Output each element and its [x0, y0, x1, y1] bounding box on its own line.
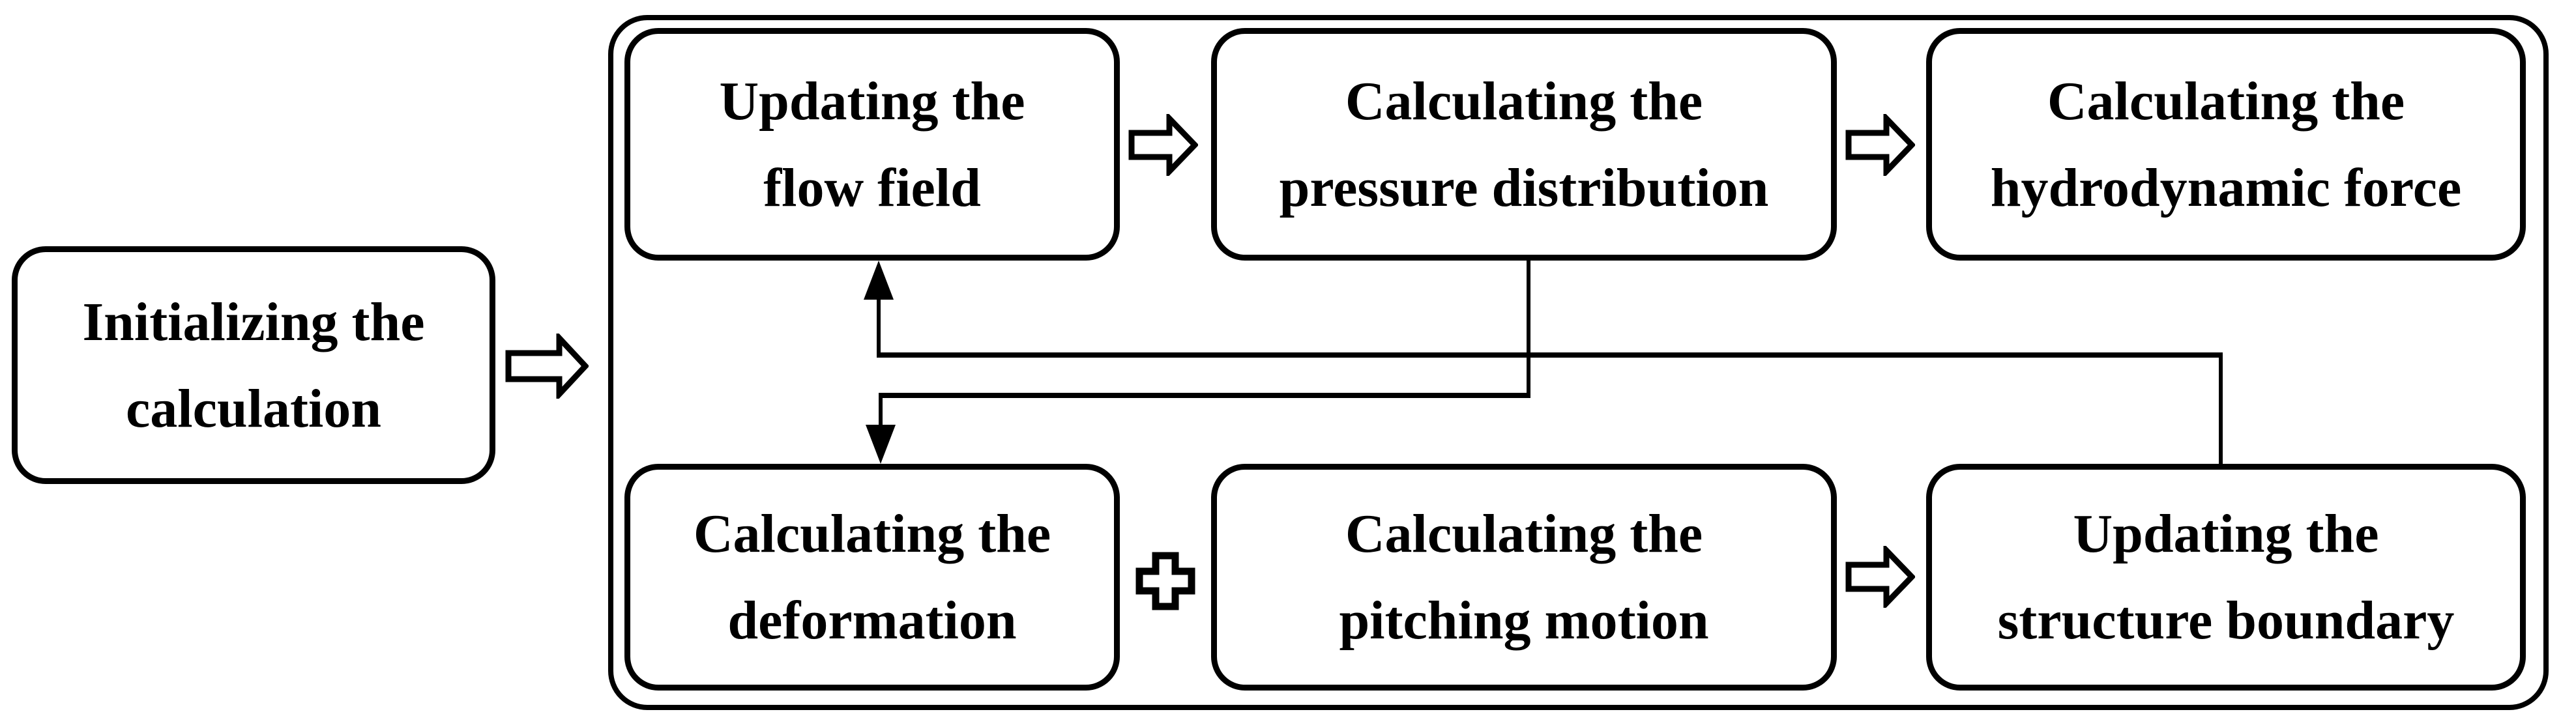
node-label-line: hydrodynamic force	[1990, 157, 2462, 218]
connector-boundary-up-line	[2219, 355, 2223, 464]
node-label-line: structure boundary	[1997, 590, 2455, 651]
node-label-line: deformation	[727, 590, 1017, 651]
node-label-line: flow field	[763, 157, 981, 218]
node-calculating-pressure-distribution: Calculating the pressure distribution	[1211, 28, 1837, 261]
node-label-line: pressure distribution	[1279, 157, 1769, 218]
block-arrow-right-icon	[505, 334, 589, 399]
block-arrow-right-icon	[1845, 114, 1915, 176]
arrow-down-icon	[866, 425, 896, 464]
node-label-line: Calculating the	[693, 504, 1051, 564]
node-updating-structure-boundary: Updating the structure boundary	[1926, 464, 2526, 691]
node-label-line: pitching motion	[1339, 590, 1709, 651]
node-label-line: Initializing the	[82, 291, 425, 352]
node-calculating-hydrodynamic-force: Calculating the hydrodynamic force	[1926, 28, 2526, 261]
node-initializing-calculation: Initializing the calculation	[12, 246, 495, 484]
arrow-up-icon	[864, 261, 894, 300]
node-label-line: Updating the	[719, 70, 1025, 132]
block-arrow-right-icon	[1128, 114, 1198, 176]
connector-to-deformation-line	[879, 395, 883, 431]
node-label-line: Updating the	[2073, 504, 2379, 564]
block-arrow-right-icon	[1845, 546, 1915, 608]
node-label-line: calculation	[126, 378, 381, 439]
plus-icon	[1135, 552, 1195, 610]
node-calculating-deformation: Calculating the deformation	[624, 464, 1120, 691]
connector-pressure-horizontal-line	[879, 393, 1530, 398]
connector-to-flow-field-line	[877, 296, 881, 358]
node-updating-flow-field: Updating the flow field	[624, 28, 1120, 261]
connector-pressure-down-line	[1527, 261, 1530, 398]
node-label-line: Calculating the	[1345, 504, 1703, 564]
node-label-line: Calculating the	[1345, 70, 1703, 132]
node-calculating-pitching-motion: Calculating the pitching motion	[1211, 464, 1837, 691]
node-label-line: Calculating the	[2047, 70, 2405, 132]
connector-boundary-horizontal-line	[877, 352, 2223, 358]
